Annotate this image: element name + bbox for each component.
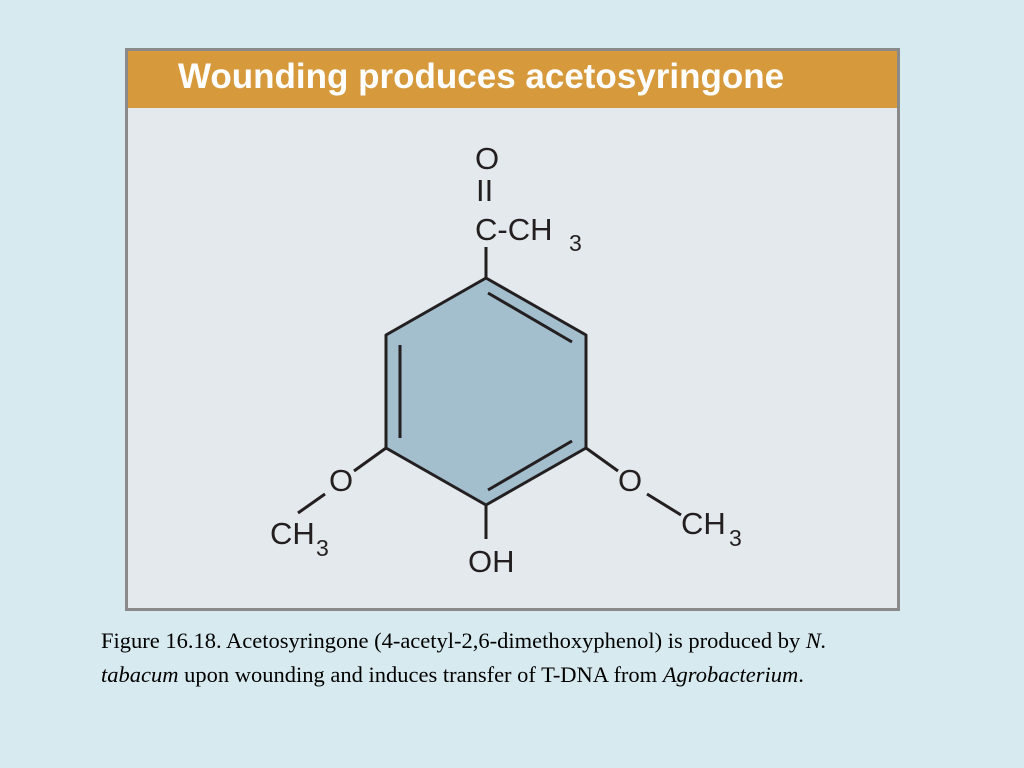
carbonyl-oxygen-label: O [475, 141, 499, 176]
double-bond-upper-right [487, 291, 573, 344]
right-methyl-subscript: 3 [729, 525, 742, 551]
bond-ring-to-left-oxygen [353, 446, 387, 473]
right-oxygen-label: O [618, 463, 642, 498]
carbonyl-double-bond-label: II [476, 173, 493, 208]
caption-genus-name: Agrobacterium [662, 662, 799, 687]
figure-header-bar: Wounding produces acetosyringone [128, 51, 897, 108]
bond-right-oxygen-to-methyl [646, 492, 682, 517]
left-oxygen-label: O [329, 463, 353, 498]
double-bond-lower-right [487, 439, 573, 492]
left-methyl-subscript: 3 [316, 535, 329, 561]
bond-ring-to-right-oxygen [585, 446, 619, 473]
caption-species-name: N. tabacum [101, 628, 827, 687]
caption-text-part3: . [798, 662, 804, 687]
bond-left-oxygen-to-methyl [297, 492, 326, 515]
left-methyl-label: CH [270, 516, 315, 551]
figure-title: Wounding produces acetosyringone [178, 57, 785, 96]
caption-text-part2: upon wounding and induces transfer of T-… [178, 662, 663, 687]
figure-panel: Wounding produces acetosyringone O II C-… [125, 48, 900, 611]
caption-text-part1: Figure 16.18. Acetosyringone (4-acetyl-2… [101, 628, 806, 653]
acetyl-carbon-label: C-CH [475, 212, 553, 247]
right-methyl-label: CH [681, 506, 726, 541]
hydroxyl-label: OH [468, 544, 515, 579]
acetyl-subscript: 3 [569, 230, 582, 256]
figure-caption: Figure 16.18. Acetosyringone (4-acetyl-2… [101, 624, 901, 692]
acetosyringone-structure: O II C-CH 3 O CH 3 O CH 3 OH [270, 141, 742, 579]
benzene-ring [384, 276, 588, 507]
